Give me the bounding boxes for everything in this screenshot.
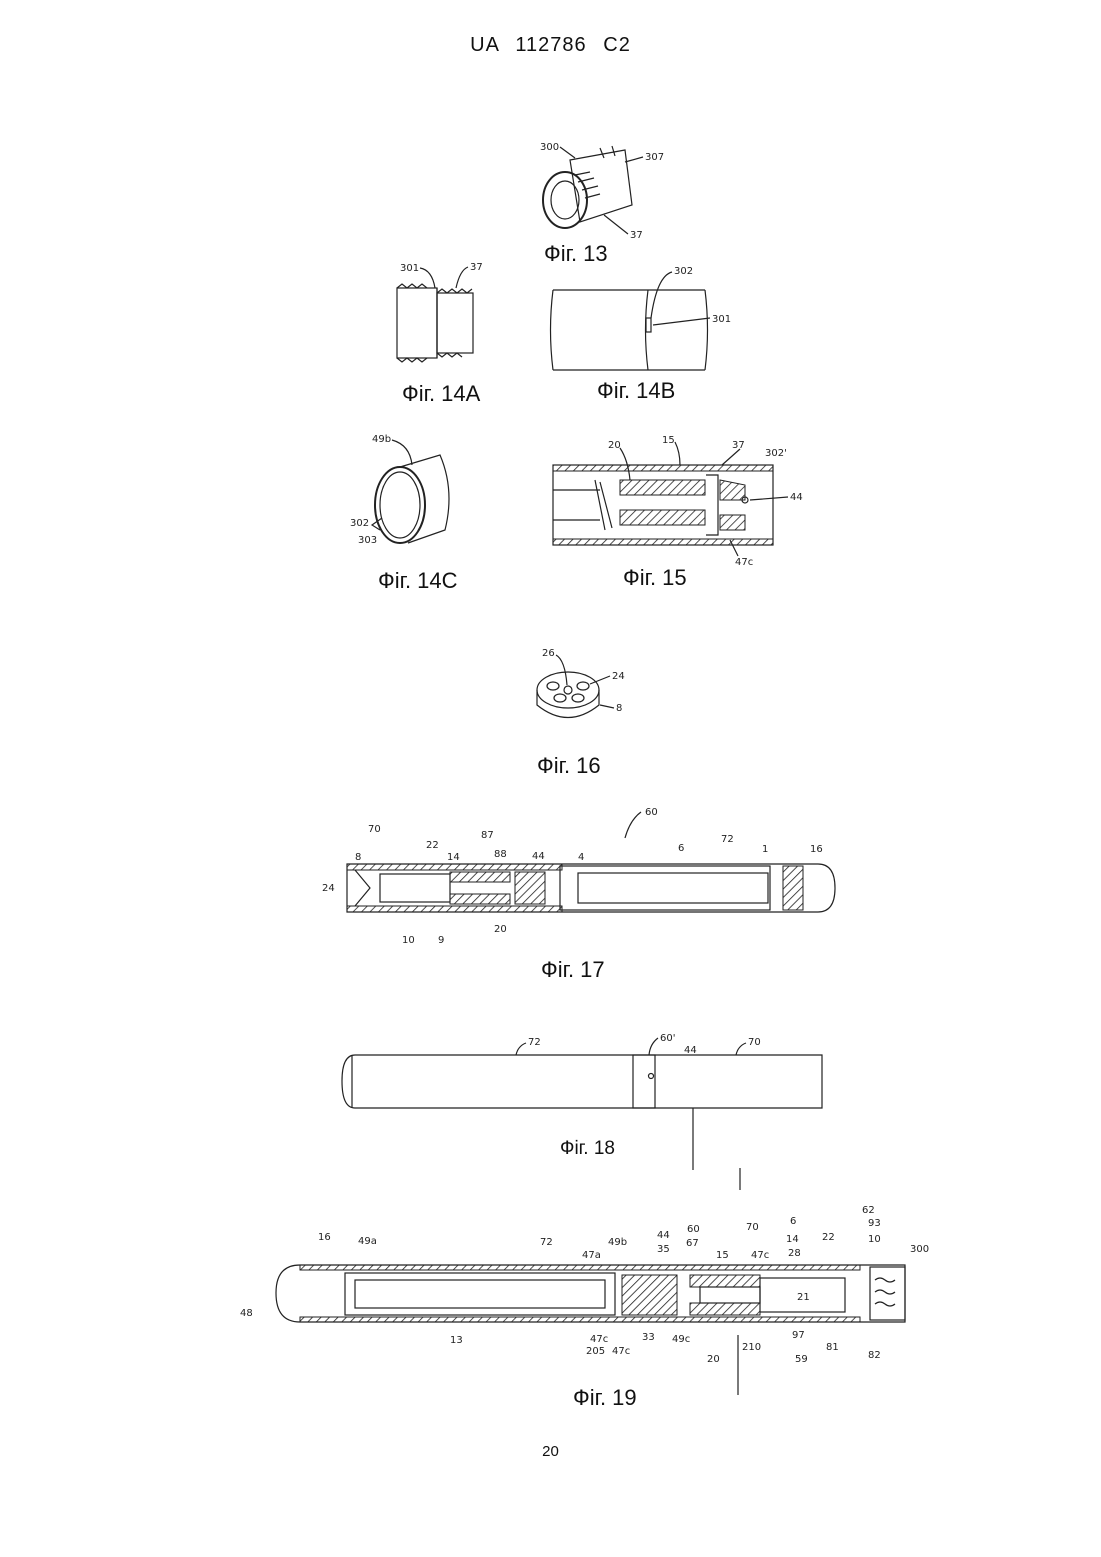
fig17-label: 1 — [762, 844, 768, 855]
caption-fig13: Фіг. 13 — [544, 241, 608, 267]
fig19-label: 48 — [240, 1308, 253, 1319]
fig19-label: 10 — [868, 1234, 881, 1245]
fig18-label: 70 — [748, 1037, 761, 1048]
fig16-label: 26 — [542, 648, 555, 659]
fig13-label: 300 — [540, 142, 559, 153]
fig14c-label: 49b — [372, 434, 391, 445]
caption-fig16: Фіг. 16 — [537, 753, 601, 779]
figure-14c-drawing — [372, 455, 449, 543]
figure-15-drawing — [553, 465, 773, 545]
fig17-label: 60 — [645, 807, 658, 818]
fig19-label: 49c — [672, 1334, 690, 1345]
fig18-label: 72 — [528, 1037, 541, 1048]
fig14a-label: 37 — [470, 262, 483, 273]
caption-fig14a: Фіг. 14A — [402, 381, 480, 407]
fig19-label: 47c — [751, 1250, 769, 1261]
fig19-label: 82 — [868, 1350, 881, 1361]
figure-19-drawing — [276, 1265, 905, 1395]
fig17-label: 20 — [494, 924, 507, 935]
fig15-label: 37 — [732, 440, 745, 451]
fig19-label: 47a — [582, 1250, 601, 1261]
fig19-label: 205 — [586, 1346, 605, 1357]
figure-17-labels: 60 70 22 14 87 88 44 4 6 72 1 16 8 24 10… — [322, 807, 823, 946]
fig19-label: 13 — [450, 1335, 463, 1346]
fig19-label: 47c — [612, 1346, 630, 1357]
fig19-label: 16 — [318, 1232, 331, 1243]
figure-16-labels: 26 24 8 — [542, 648, 625, 714]
fig13-label: 37 — [630, 230, 643, 241]
fig19-label: 70 — [746, 1222, 759, 1233]
fig19-label: 22 — [822, 1232, 835, 1243]
caption-fig14b: Фіг. 14B — [597, 378, 675, 404]
fig17-label: 22 — [426, 840, 439, 851]
caption-fig15: Фіг. 15 — [623, 565, 687, 591]
fig19-label: 49a — [358, 1236, 377, 1247]
caption-fig19: Фіг. 19 — [573, 1385, 637, 1411]
fig14b-label: 301 — [712, 314, 731, 325]
fig17-label: 4 — [578, 852, 584, 863]
fig17-label: 6 — [678, 843, 684, 854]
fig19-label: 33 — [642, 1332, 655, 1343]
fig15-label: 20 — [608, 440, 621, 451]
fig17-label: 87 — [481, 830, 494, 841]
figure-14b-labels: 302 301 — [651, 266, 731, 325]
fig16-label: 8 — [616, 703, 622, 714]
fig16-label: 24 — [612, 671, 625, 682]
caption-fig18: Фіг. 18 — [560, 1138, 615, 1160]
fig19-label: 81 — [826, 1342, 839, 1353]
fig19-label: 300 — [910, 1244, 929, 1255]
fig17-label: 14 — [447, 852, 460, 863]
figure-14a-drawing — [397, 284, 473, 362]
page-number: 20 — [0, 1443, 1101, 1460]
fig15-label: 44 — [790, 492, 803, 503]
fig19-label: 210 — [742, 1342, 761, 1353]
fig19-label: 47c — [590, 1334, 608, 1345]
fig19-label: 28 — [788, 1248, 801, 1259]
fig14a-label: 301 — [400, 263, 419, 274]
fig15-label: 302' — [765, 448, 787, 459]
fig19-label: 15 — [716, 1250, 729, 1261]
figure-14b-drawing — [551, 290, 708, 370]
caption-fig14c: Фіг. 14C — [378, 568, 458, 594]
fig19-label: 6 — [790, 1216, 796, 1227]
fig19-label: 44 — [657, 1230, 670, 1241]
fig19-label: 59 — [795, 1354, 808, 1365]
fig17-label: 24 — [322, 883, 335, 894]
fig17-label: 9 — [438, 935, 444, 946]
figure-19-labels: 16 49a 72 47a 49b 44 35 60 67 15 70 47c … — [240, 1205, 929, 1365]
fig19-label: 93 — [868, 1218, 881, 1229]
fig19-label: 72 — [540, 1237, 553, 1248]
fig19-label: 60 — [687, 1224, 700, 1235]
fig14b-label: 302 — [674, 266, 693, 277]
fig19-label: 62 — [862, 1205, 875, 1216]
fig19-label: 49b — [608, 1237, 627, 1248]
fig14c-label: 302 — [350, 518, 369, 529]
fig14c-label: 303 — [358, 535, 377, 546]
fig17-label: 88 — [494, 849, 507, 860]
fig19-label: 20 — [707, 1354, 720, 1365]
fig18-label: 44 — [684, 1045, 697, 1056]
fig19-label: 67 — [686, 1238, 699, 1249]
fig15-label: 15 — [662, 435, 675, 446]
fig19-label: 21 — [797, 1292, 810, 1303]
fig18-label: 60' — [660, 1033, 675, 1044]
figure-17-drawing — [347, 864, 835, 912]
fig17-label: 10 — [402, 935, 415, 946]
fig17-label: 72 — [721, 834, 734, 845]
caption-fig17: Фіг. 17 — [541, 957, 605, 983]
fig17-label: 8 — [355, 852, 361, 863]
fig19-label: 14 — [786, 1234, 799, 1245]
fig17-label: 16 — [810, 844, 823, 855]
fig19-label: 35 — [657, 1244, 670, 1255]
fig15-label: 47c — [735, 557, 753, 568]
figure-18-drawing — [342, 1055, 822, 1190]
fig17-label: 70 — [368, 824, 381, 835]
figure-13-drawing — [543, 146, 632, 228]
figure-16-drawing — [537, 672, 599, 718]
fig13-label: 307 — [645, 152, 664, 163]
fig17-label: 44 — [532, 851, 545, 862]
figure-18-labels: 72 60' 44 70 — [516, 1033, 761, 1056]
fig19-label: 97 — [792, 1330, 805, 1341]
